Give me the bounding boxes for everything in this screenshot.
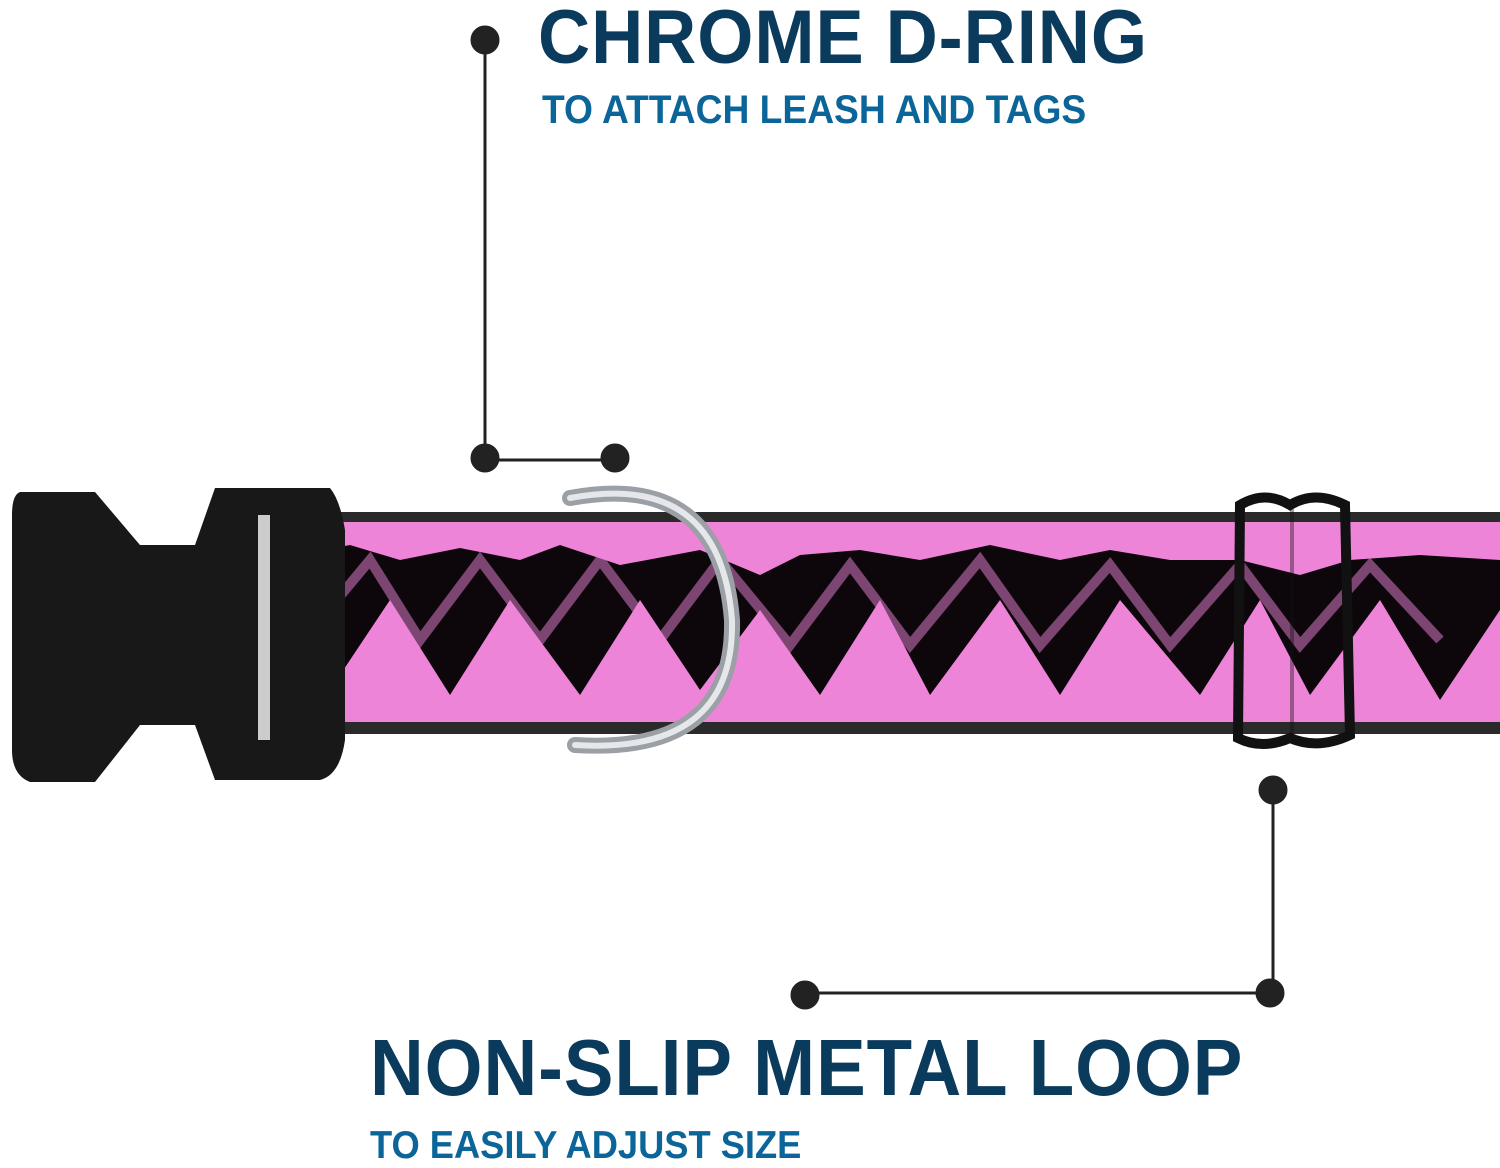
loop-title: NON-SLIP METAL LOOP: [370, 1023, 1244, 1112]
d-ring-title: CHROME D-RING: [538, 0, 1148, 80]
collar-strap: [250, 512, 1500, 734]
metal-loop: [1232, 492, 1356, 749]
loop-subtitle: TO EASILY ADJUST SIZE: [370, 1124, 802, 1167]
buckle: [12, 488, 345, 782]
callout-line-d-ring: [470, 25, 630, 473]
d-ring-subtitle: TO ATTACH LEASH AND TAGS: [542, 88, 1087, 132]
callout-line-loop: [790, 775, 1288, 1010]
